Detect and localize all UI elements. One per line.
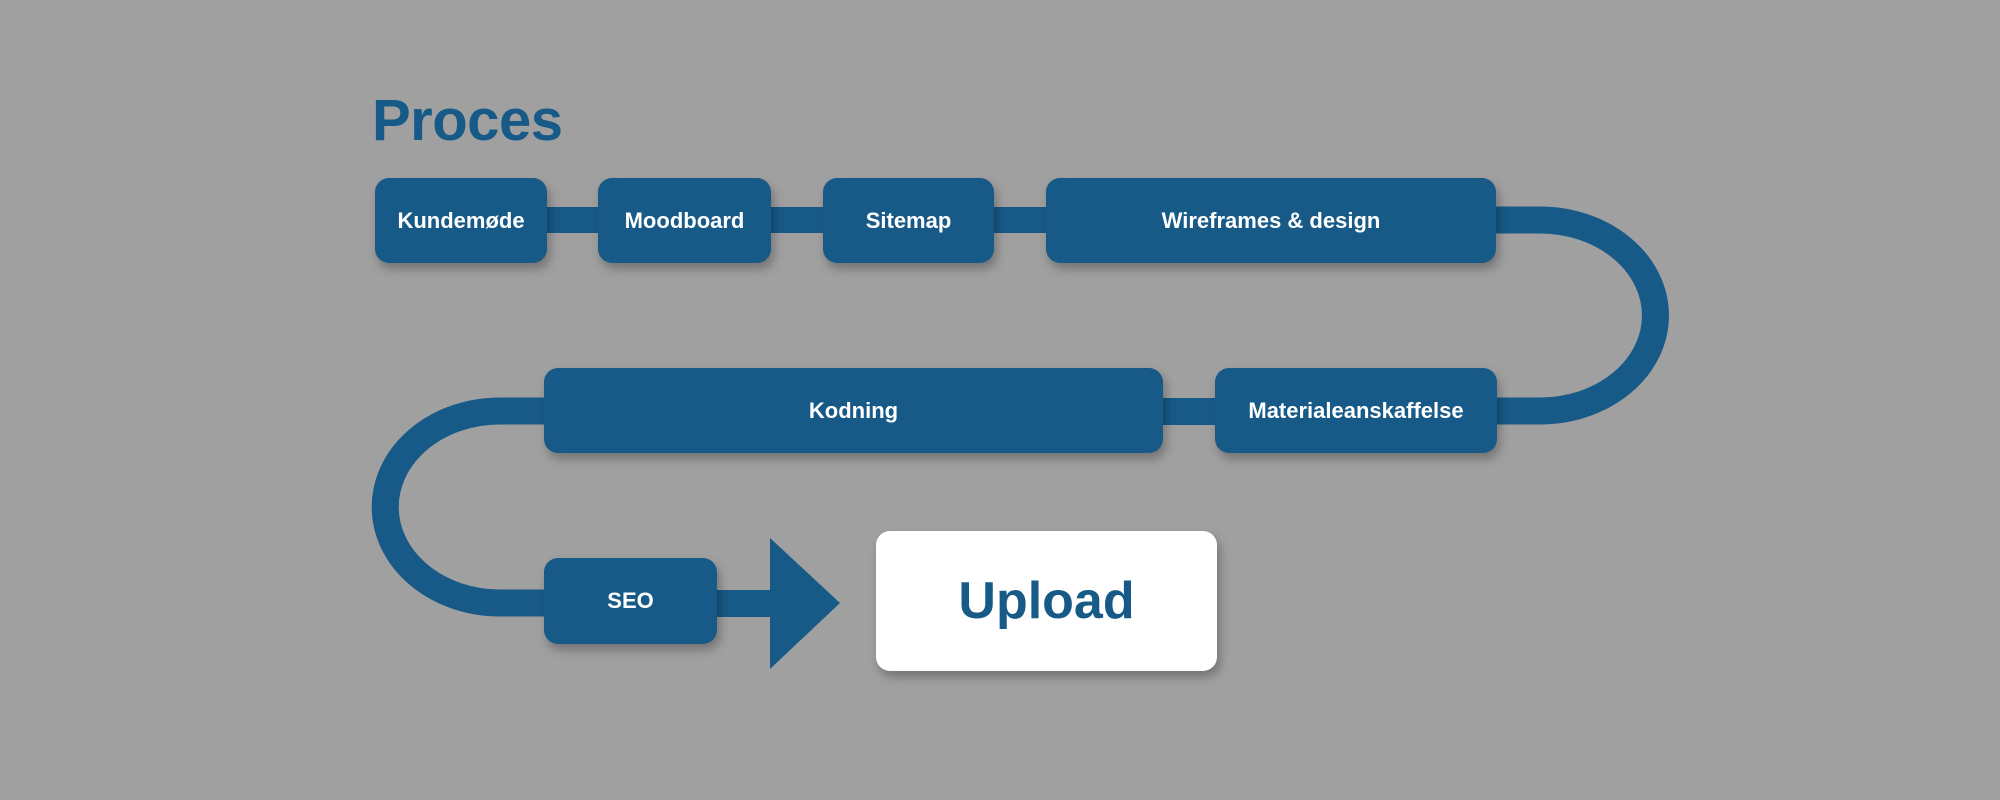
final-step-upload: Upload — [876, 531, 1217, 671]
step-kundemode: Kundemøde — [375, 178, 547, 263]
step-wireframes-design: Wireframes & design — [1046, 178, 1496, 263]
step-label: Wireframes & design — [1161, 207, 1381, 233]
arrow-head-icon — [770, 538, 840, 669]
step-label: Kundemøde — [397, 207, 525, 233]
connector-right-turn — [1496, 206, 1669, 425]
step-kodning: Kodning — [544, 368, 1163, 453]
step-label: SEO — [607, 588, 654, 613]
connector-left-turn — [371, 397, 544, 617]
step-materialeanskaffelse: Materialeanskaffelse — [1215, 368, 1497, 453]
final-step-label: Upload — [958, 572, 1135, 630]
step-label: Kodning — [808, 397, 899, 423]
step-label: Sitemap — [865, 207, 952, 233]
step-label: Materialeanskaffelse — [1248, 397, 1464, 423]
page-title: Proces — [372, 88, 563, 153]
step-label: Moodboard — [624, 207, 745, 233]
step-moodboard: Moodboard — [598, 178, 771, 263]
step-seo: SEO — [544, 558, 717, 644]
step-sitemap: Sitemap — [823, 178, 994, 263]
